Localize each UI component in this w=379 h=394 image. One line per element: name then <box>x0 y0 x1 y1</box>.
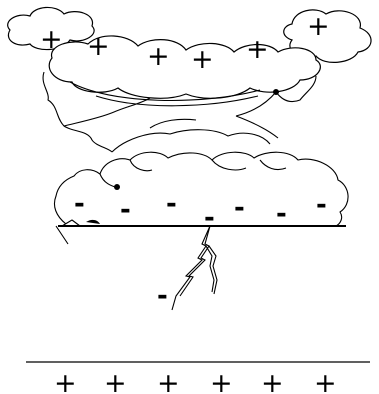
ground-charge: + <box>157 368 180 394</box>
base-charge: - <box>74 189 85 219</box>
stepped-leader-bolt <box>171 225 218 311</box>
leader-charge: - <box>157 281 168 311</box>
ground-charge: + <box>104 368 127 394</box>
base-charge: - <box>316 190 327 220</box>
upper-cloud <box>7 6 372 99</box>
upper-cloud-rolls <box>69 81 261 107</box>
ground-positive-charges: + + + + + + <box>54 368 337 394</box>
top-charge: + <box>191 44 214 75</box>
ground-charge: + <box>261 368 284 394</box>
ground-charge: + <box>54 368 77 394</box>
top-positive-charges: + + + + + + <box>40 11 330 75</box>
cloud-base-negative-charges: - - - - - - - <box>74 189 327 233</box>
base-charge: - <box>276 199 287 229</box>
base-charge: - <box>120 195 131 225</box>
ground-charge: + <box>210 368 233 394</box>
base-charge: - <box>166 189 177 219</box>
base-charge: - <box>234 193 245 223</box>
top-charge: + <box>307 11 330 42</box>
top-charge: + <box>147 41 170 72</box>
ground-charge: + <box>314 368 337 394</box>
cloud-accents <box>86 89 279 224</box>
top-charge: + <box>40 24 63 55</box>
base-charge: - <box>204 203 215 233</box>
cloud-body <box>42 71 349 245</box>
top-charge: + <box>246 34 269 65</box>
top-charge: + <box>87 31 110 62</box>
